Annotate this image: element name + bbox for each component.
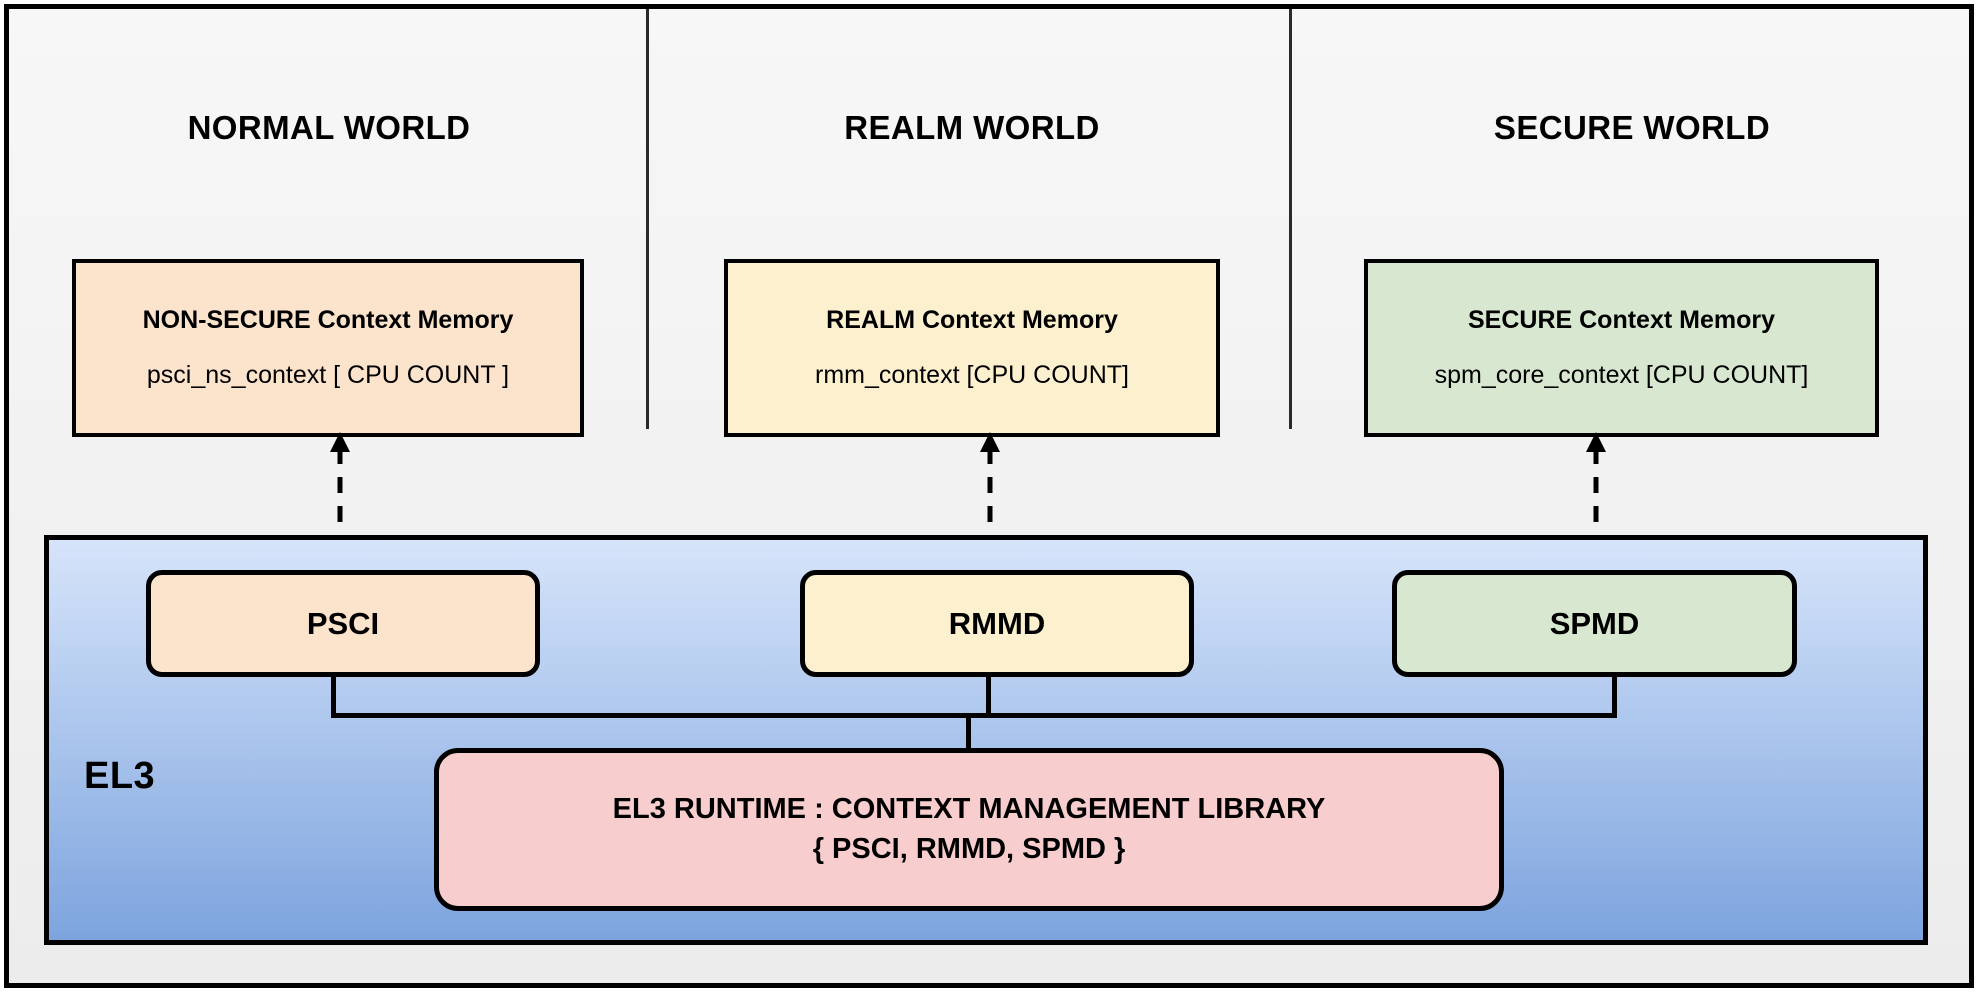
context-memory-variable-realm: rmm_context [CPU COUNT] — [815, 361, 1129, 389]
dispatcher-label-rmmd: RMMD — [948, 605, 1046, 641]
connector-horizontal-bus — [331, 713, 1617, 718]
context-memory-box-secure: SECURE Context Memory spm_core_context [… — [1364, 259, 1879, 437]
dispatcher-box-rmmd[interactable]: RMMD — [800, 570, 1194, 677]
world-column-normal: NORMAL WORLD — [9, 9, 649, 429]
context-memory-box-non-secure: NON-SECURE Context Memory psci_ns_contex… — [72, 259, 584, 437]
connector-runtime-stub — [966, 713, 971, 755]
context-memory-variable-secure: spm_core_context [CPU COUNT] — [1434, 361, 1809, 389]
dispatcher-box-spmd[interactable]: SPMD — [1392, 570, 1797, 677]
el3-panel-label: EL3 — [84, 755, 156, 797]
connector-psci-vertical — [331, 676, 336, 718]
world-title-secure: SECURE WORLD — [1493, 109, 1771, 146]
context-memory-title-secure: SECURE Context Memory — [1468, 306, 1775, 334]
context-memory-box-realm: REALM Context Memory rmm_context [CPU CO… — [724, 259, 1220, 437]
dispatcher-label-psci: PSCI — [306, 605, 380, 641]
connector-rmmd-vertical — [986, 676, 991, 718]
dispatcher-box-psci[interactable]: PSCI — [146, 570, 540, 677]
world-title-realm: REALM WORLD — [844, 109, 1100, 146]
connector-spmd-vertical — [1612, 676, 1617, 718]
context-memory-title-realm: REALM Context Memory — [826, 306, 1118, 334]
world-column-realm: REALM WORLD — [652, 9, 1292, 429]
world-column-secure: SECURE WORLD — [1295, 9, 1969, 429]
el3-runtime-library-box[interactable]: EL3 RUNTIME : CONTEXT MANAGEMENT LIBRARY… — [434, 748, 1504, 911]
el3-runtime-components: { PSCI, RMMD, SPMD } — [812, 832, 1126, 865]
context-memory-title-non-secure: NON-SECURE Context Memory — [142, 306, 514, 334]
el3-runtime-title: EL3 RUNTIME : CONTEXT MANAGEMENT LIBRARY — [612, 793, 1326, 826]
dispatcher-label-spmd: SPMD — [1549, 605, 1640, 641]
context-memory-variable-non-secure: psci_ns_context [ CPU COUNT ] — [146, 361, 510, 389]
world-title-normal: NORMAL WORLD — [187, 109, 471, 146]
